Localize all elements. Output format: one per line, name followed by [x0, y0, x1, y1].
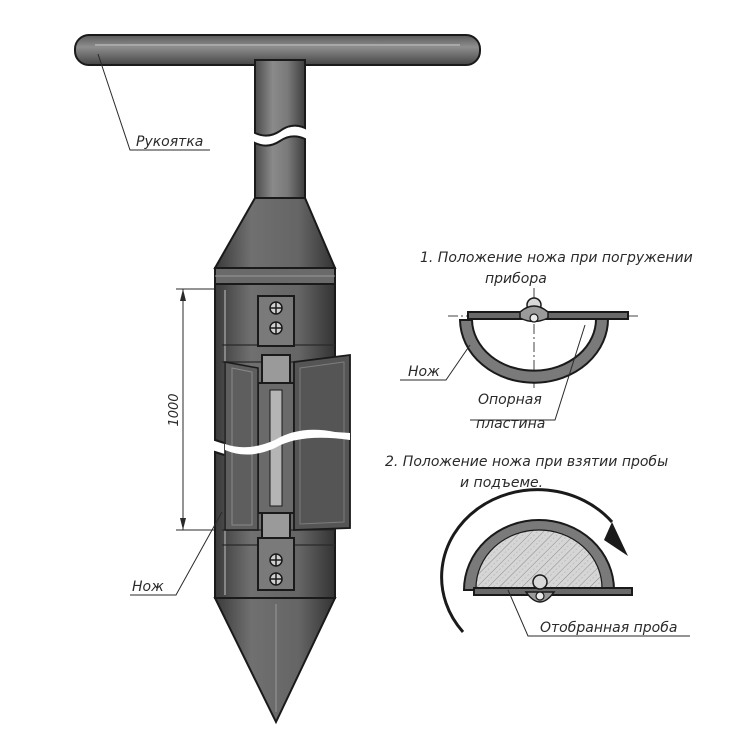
knife-label-left: Нож	[132, 579, 164, 595]
screw-icon	[269, 301, 283, 335]
position-1-caption-cont: прибора	[485, 271, 547, 287]
knife-label-right: Нож	[408, 364, 440, 380]
support-plate-label-cont: пластина	[476, 416, 545, 432]
upper-cone	[213, 197, 337, 285]
position-2-caption: 2. Положение ножа при взятии пробы	[385, 454, 668, 470]
knife-blade-right	[225, 353, 351, 531]
support-plate-leader	[470, 324, 586, 421]
sample-leader	[507, 589, 690, 637]
rotation-arrow-icon	[604, 522, 628, 556]
position-1-detail	[448, 288, 640, 388]
position-1-caption: 1. Положение ножа при погружении	[420, 250, 693, 266]
lower-tip	[213, 597, 337, 725]
support-plate-label: Опорная	[478, 392, 542, 408]
knife-leader-right	[400, 344, 471, 381]
dimension-line	[176, 288, 214, 531]
knife-blade-left	[224, 361, 259, 531]
knife-leader-left	[130, 511, 223, 596]
sample-label: Отобранная проба	[540, 620, 677, 636]
handle-crossbar	[74, 34, 481, 66]
handle-leader	[97, 53, 210, 151]
position-2-caption-cont: и подъеме.	[460, 475, 543, 491]
upper-shaft	[254, 59, 306, 206]
dimension-label: 1000	[167, 393, 182, 426]
handle-label: Рукоятка	[136, 134, 203, 150]
screw-icon	[269, 553, 283, 586]
position-2-detail	[440, 488, 633, 633]
